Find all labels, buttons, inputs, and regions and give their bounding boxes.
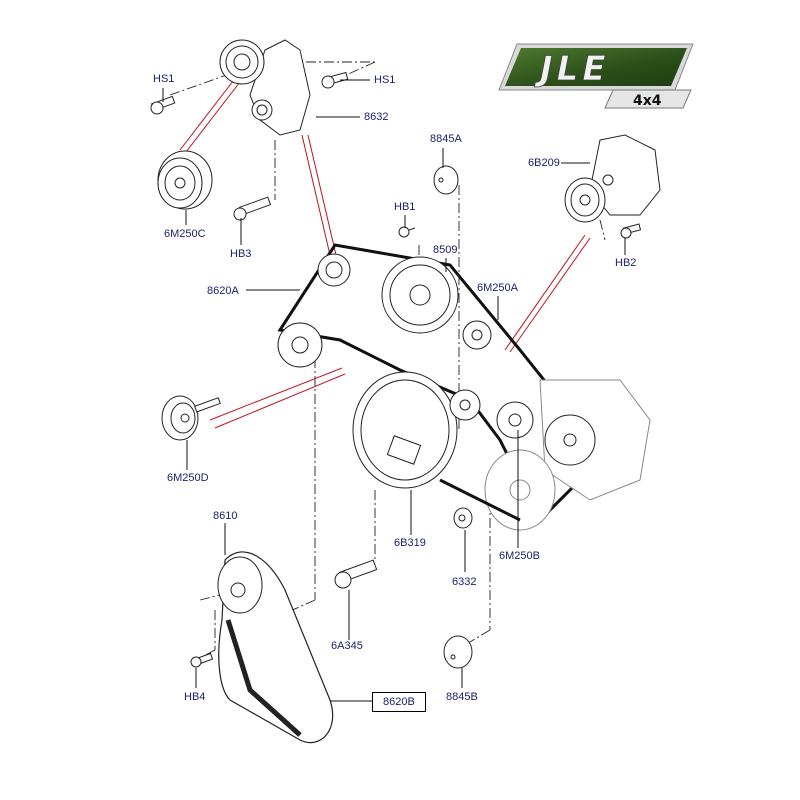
label-8610: 8610: [213, 510, 238, 522]
dust-cap-8845b: [443, 635, 473, 669]
label-hb1: HB1: [394, 201, 416, 213]
label-6m250a: 6M250A: [477, 282, 518, 294]
belt-tensioner-6b209: [564, 134, 661, 223]
label-8620a: 8620A: [207, 285, 239, 297]
label-hb4: HB4: [184, 691, 206, 703]
label-6b209: 6B209: [528, 157, 560, 169]
label-6m250c: 6M250C: [164, 228, 206, 240]
pulley-8610-and-belt-8620b: [217, 551, 334, 744]
label-8509: 8509: [433, 244, 458, 256]
dust-cap-8845a: [433, 165, 459, 195]
bolt-hb2: [620, 223, 642, 239]
label-6332: 6332: [452, 576, 477, 588]
label-hs1-left: HS1: [153, 73, 175, 85]
svg-text:4x4: 4x4: [633, 93, 662, 109]
label-8845a: 8845A: [430, 133, 462, 145]
bolt-hb3: [233, 196, 272, 221]
label-8632: 8632: [364, 111, 389, 123]
label-6m250b: 6M250B: [499, 550, 540, 562]
label-6b319: 6B319: [394, 537, 426, 549]
idler-pulley-6m250d: [161, 395, 221, 441]
label-8845b: 8845B: [446, 691, 478, 703]
idler-pulley-6m250c: [157, 150, 213, 210]
bolt-hb1: [398, 226, 416, 238]
bolt-hs1-left: [150, 95, 176, 115]
bolt-6a345: [334, 559, 378, 589]
label-hb2: HB2: [615, 257, 637, 269]
bolt-hb4: [190, 652, 214, 668]
tensioner-bracket-8632: [219, 39, 311, 136]
jle-4x4-logo: JLE 4x4: [498, 43, 694, 109]
svg-text:JLE: JLE: [534, 49, 610, 89]
label-8620b: 8620B: [372, 692, 426, 712]
label-6m250d: 6M250D: [167, 472, 209, 484]
engine-front-assembly: [277, 243, 651, 531]
label-hb3: HB3: [230, 248, 252, 260]
bolt-hs1-right: [321, 71, 349, 89]
spacer-6332: [453, 507, 473, 529]
label-hs1-right: HS1: [374, 74, 396, 86]
label-6a345: 6A345: [331, 640, 363, 652]
